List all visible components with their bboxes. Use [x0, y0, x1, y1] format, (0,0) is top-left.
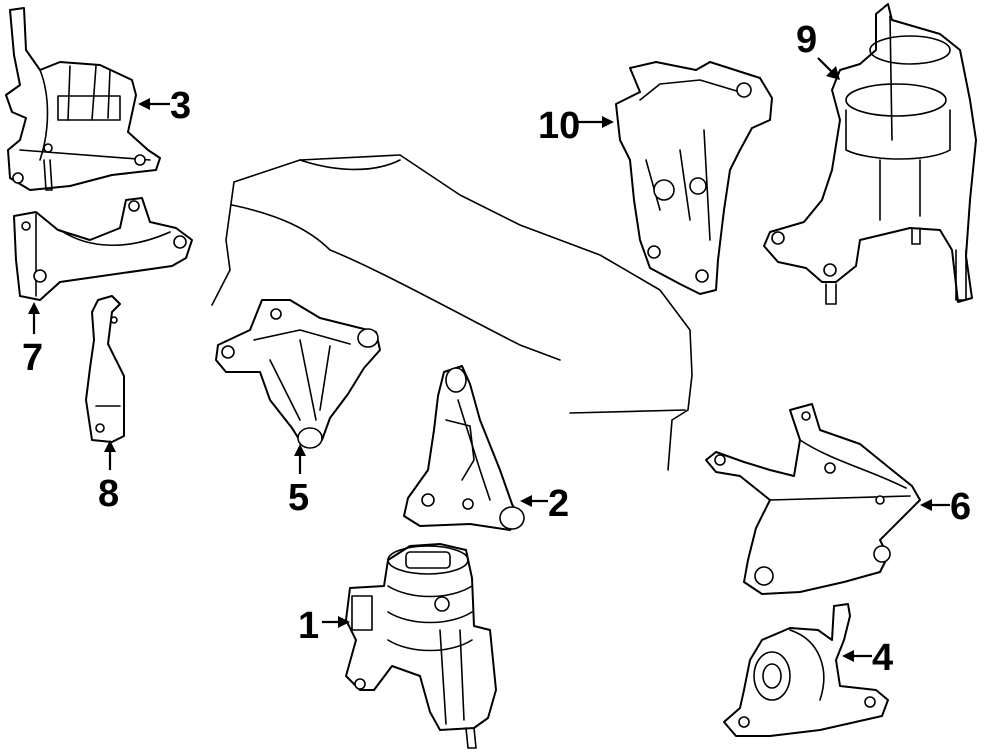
callout-number: 7 — [22, 337, 43, 379]
callout-number: 6 — [950, 486, 971, 528]
callout-4: 4 — [842, 637, 893, 679]
part-5-engine-mount-bracket — [215, 299, 381, 449]
part-3-engine-mount-upper — [5, 7, 161, 191]
callout-1: 1 — [298, 605, 350, 647]
callout-number: 5 — [288, 477, 309, 519]
part-2-engine-mount-bracket — [403, 365, 525, 531]
callout-number: 1 — [298, 605, 319, 647]
callout-2: 2 — [520, 483, 569, 525]
callout-number: 2 — [548, 483, 569, 525]
callout-number: 9 — [796, 19, 817, 61]
vehicle-body-outline — [211, 154, 693, 471]
part-7-engine-mount-bracket — [13, 197, 193, 301]
callout-9: 9 — [796, 19, 840, 80]
part-9-engine-mount — [763, 3, 977, 305]
part-1-engine-mount-main — [345, 543, 497, 749]
callout-8: 8 — [98, 440, 119, 515]
part-10-engine-mount-bracket — [615, 61, 773, 295]
callout-number: 8 — [98, 473, 119, 515]
part-6-engine-mount-bracket — [705, 403, 921, 595]
callout-7: 7 — [22, 302, 43, 379]
callout-number: 3 — [170, 85, 191, 127]
part-8-bracket — [85, 295, 125, 443]
callout-3: 3 — [138, 85, 191, 127]
callout-6: 6 — [920, 486, 971, 528]
callout-10: 10 — [538, 105, 614, 147]
part-4-engine-mount — [723, 603, 889, 737]
callout-number: 10 — [538, 105, 580, 147]
callout-number: 4 — [872, 637, 893, 679]
callout-5: 5 — [288, 444, 309, 519]
